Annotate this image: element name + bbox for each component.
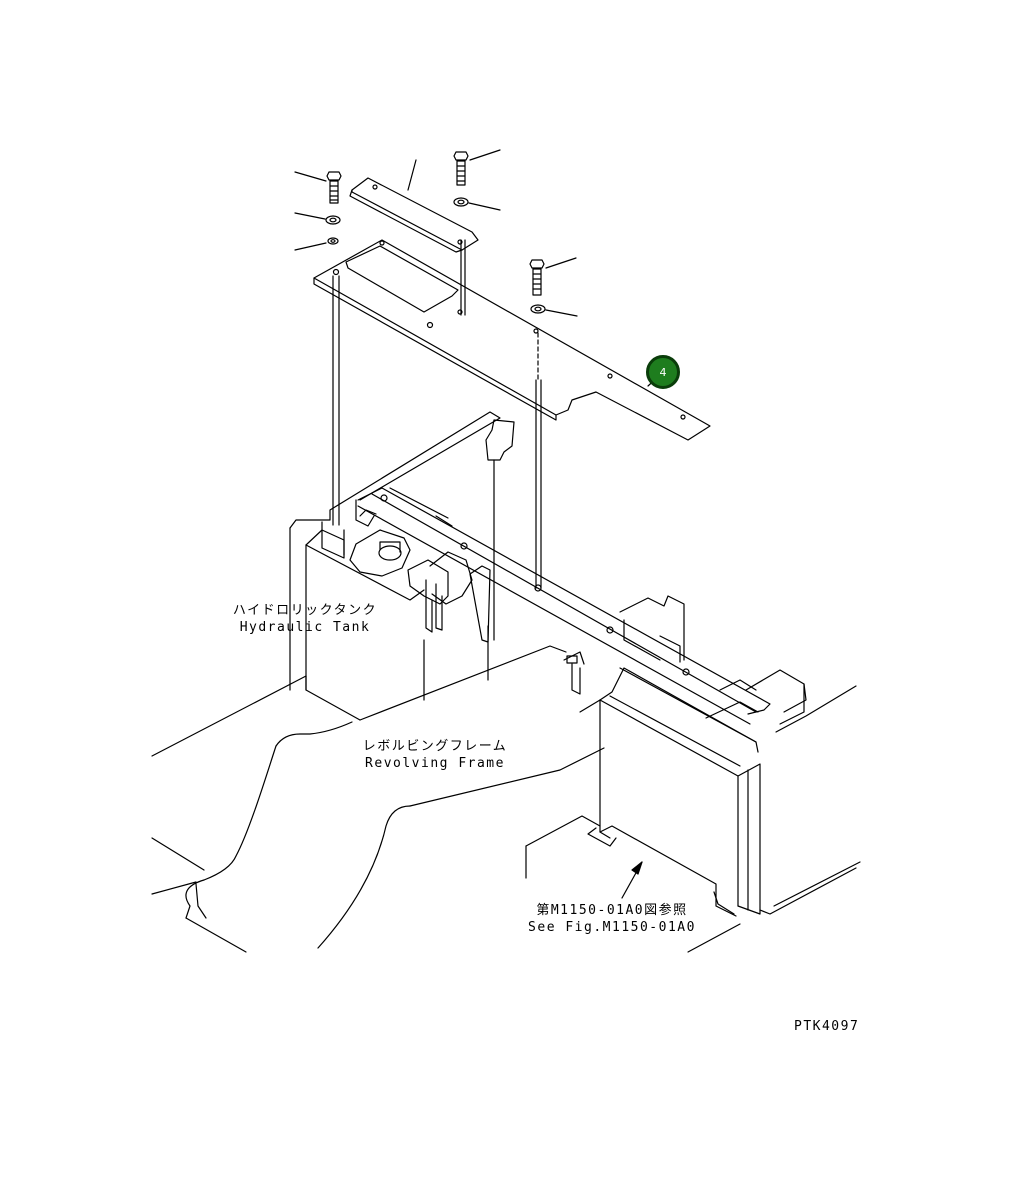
revolving-frame-label: レボルビングフレーム Revolving Frame bbox=[362, 738, 508, 772]
washer-left-lower bbox=[294, 237, 339, 251]
see-fig-arrowhead bbox=[631, 861, 643, 875]
washer-middle-right bbox=[530, 304, 578, 317]
hydraulic-tank-label-jp: ハイドロリックタンク bbox=[232, 603, 378, 618]
callout-number: 4 bbox=[659, 365, 667, 379]
drawing-code: PTK4097 bbox=[794, 1019, 860, 1034]
bolt-middle-right bbox=[529, 257, 577, 296]
small-cover-plate bbox=[349, 177, 479, 253]
bolt-top-right bbox=[453, 149, 501, 186]
revolving-frame bbox=[151, 645, 741, 953]
revolving-frame-label-jp: レボルビングフレーム bbox=[362, 739, 508, 754]
cabinet-box bbox=[579, 667, 861, 917]
see-figure-label-en: See Fig.M1150-01A0 bbox=[528, 920, 696, 935]
washer-left-upper bbox=[294, 212, 341, 225]
see-figure-label-jp: 第M1150-01A0図参照 bbox=[536, 903, 688, 918]
hydraulic-tank-label: ハイドロリックタンク Hydraulic Tank bbox=[232, 602, 378, 636]
callout-item-4[interactable]: 4 bbox=[646, 355, 680, 389]
washer-top-right bbox=[453, 197, 501, 211]
leader-line bbox=[407, 159, 417, 191]
alignment-lines bbox=[332, 239, 542, 589]
hydraulic-tank-label-en: Hydraulic Tank bbox=[239, 620, 371, 635]
revolving-frame-label-en: Revolving Frame bbox=[365, 756, 505, 771]
see-figure-label: 第M1150-01A0図参照 See Fig.M1150-01A0 bbox=[528, 902, 696, 936]
right-structure bbox=[563, 595, 857, 753]
bolt-left bbox=[294, 171, 342, 204]
frame-rail bbox=[355, 487, 771, 725]
main-cover-plate bbox=[313, 239, 711, 441]
hydraulic-tank bbox=[289, 411, 515, 721]
